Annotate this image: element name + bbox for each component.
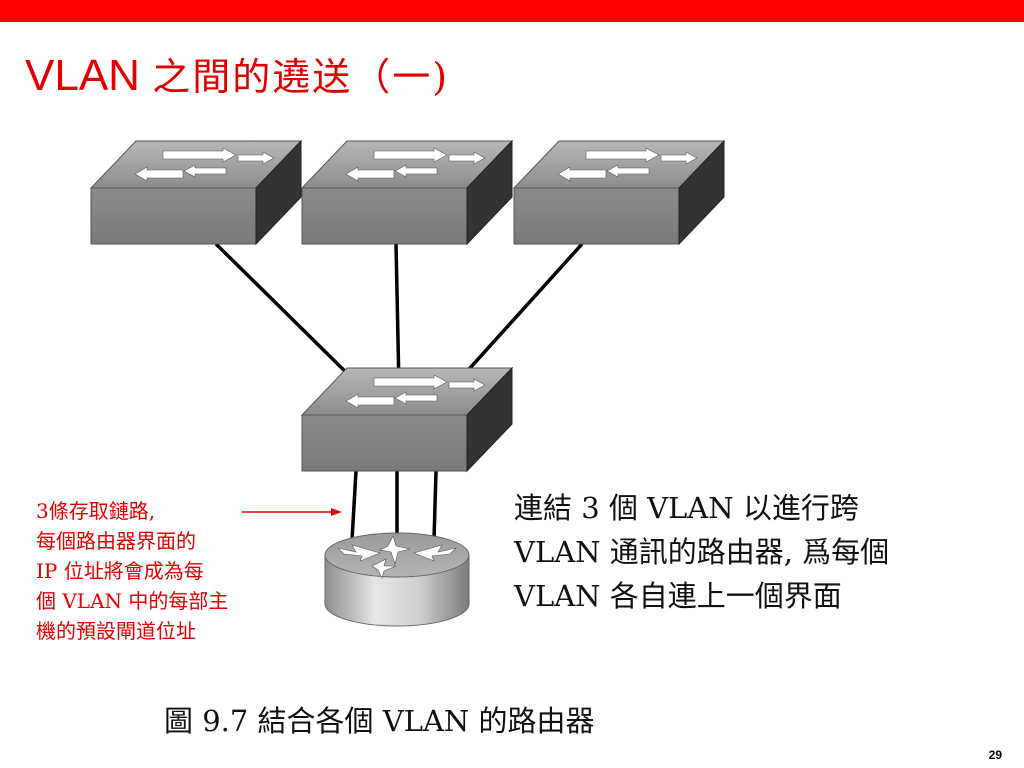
annotation-line: IP 位址將會成為每	[36, 559, 204, 583]
description-line: VLAN 通訊的路由器, 爲每個	[514, 535, 890, 569]
annotation-line: 個 VLAN 中的每部主	[36, 589, 229, 613]
annotation-arrow	[242, 508, 342, 516]
slide-title: VLAN 之間的遶送（一)	[25, 46, 449, 101]
access-links	[350, 470, 438, 541]
access-link	[350, 470, 358, 541]
access-link	[432, 470, 438, 541]
switch-icon	[90, 140, 302, 245]
switch-icon	[301, 140, 513, 245]
title-chinese: 之間的遶送（一)	[152, 55, 450, 99]
annotation-line: 機的預設閘道位址	[36, 619, 196, 643]
trunk-link	[450, 242, 584, 390]
title-latin: VLAN	[25, 51, 140, 100]
top-accent-bar	[0, 0, 1024, 22]
access-link-annotation: 3條存取鏈路, 每個路由器界面的 IP 位址將會成為每 個 VLAN 中的每部主…	[36, 496, 228, 646]
trunk-link	[214, 242, 364, 390]
annotation-line: 3條存取鏈路,	[36, 499, 156, 523]
router-icon	[324, 532, 470, 627]
figure-caption: 圖 9.7 結合各個 VLAN 的路由器	[164, 704, 595, 738]
page-number: 29	[988, 748, 1002, 762]
trunk-links	[214, 242, 584, 390]
description-line: VLAN 各自連上一個界面	[514, 579, 842, 613]
switch-icon	[301, 367, 513, 472]
router-description: 連結 3 個 VLAN 以進行跨 VLAN 通訊的路由器, 爲每個 VLAN 各…	[514, 486, 889, 618]
description-line: 連結 3 個 VLAN 以進行跨	[514, 491, 859, 525]
annotation-line: 每個路由器界面的	[36, 529, 196, 553]
trunk-link	[394, 243, 401, 389]
switch-icon	[513, 140, 725, 245]
